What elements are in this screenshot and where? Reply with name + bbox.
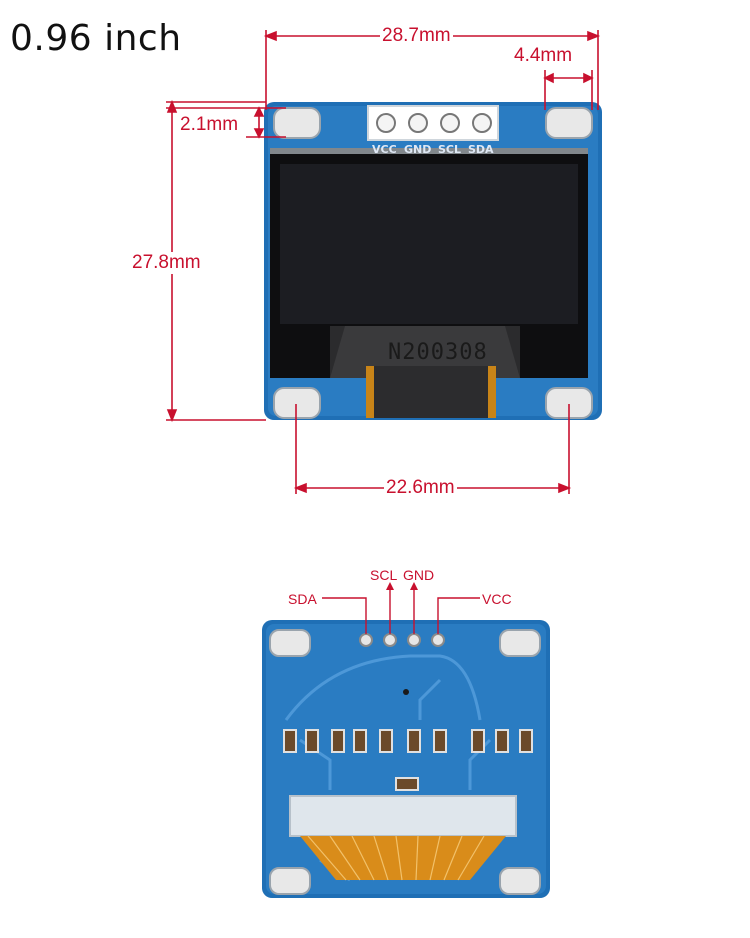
silk-gnd: GND (404, 143, 432, 156)
module-size-title: 0.96 inch (10, 18, 182, 59)
driver-chip-label: N200308 (388, 340, 488, 365)
pin-offset-dimension: 4.4mm (512, 45, 575, 67)
width-dimension: 28.7mm (380, 25, 453, 47)
hole-spacing-dimension: 22.6mm (384, 477, 457, 499)
pin-label-vcc: VCC (482, 591, 512, 607)
height-dimension: 27.8mm (130, 252, 203, 274)
silk-scl: SCL (438, 143, 462, 156)
silk-sda: SDA (468, 143, 494, 156)
flex-connector (289, 795, 517, 881)
back-pin-pads (359, 633, 445, 647)
pin-leader-arrows (386, 582, 418, 590)
oled-display (270, 148, 588, 418)
front-mounting-holes (273, 107, 593, 419)
silk-vcc: VCC (372, 143, 397, 156)
front-pin-header (367, 105, 499, 141)
pin-label-sda: SDA (288, 591, 317, 607)
back-mounting-holes (269, 629, 541, 895)
pin-label-scl: SCL (370, 567, 398, 583)
smd-components (283, 689, 533, 791)
hole-offset-dimension: 2.1mm (178, 114, 241, 136)
pin-label-gnd: GND (403, 567, 435, 583)
pin-leader-lines (322, 590, 480, 634)
